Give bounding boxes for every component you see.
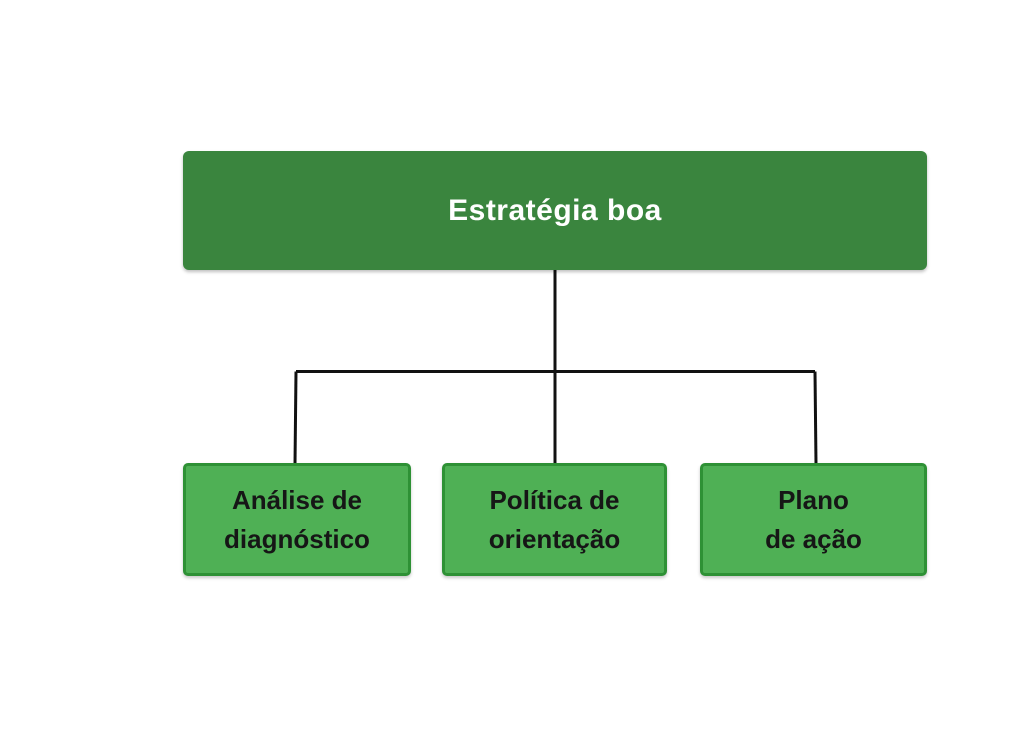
connector-drop-left bbox=[293, 371, 298, 465]
node-politica-de-orientacao: Política de orientação bbox=[442, 463, 667, 576]
child-node-label-line: Política de bbox=[489, 484, 620, 515]
child-node-label-line: diagnóstico bbox=[224, 523, 370, 554]
node-estrategia-boa: Estratégia boa bbox=[183, 151, 927, 270]
connector-drop-right bbox=[813, 371, 818, 465]
node-plano-de-acao: Plano de ação bbox=[700, 463, 927, 576]
node-analise-de-diagnostico: Análise de diagnóstico bbox=[183, 463, 411, 576]
child-node-label-line: Plano bbox=[778, 484, 849, 515]
child-node-label-line: orientação bbox=[488, 523, 621, 554]
child-node-label-line: Análise de bbox=[231, 484, 363, 515]
child-node-label-line: de ação bbox=[765, 523, 862, 554]
root-node-label: Estratégia boa bbox=[448, 193, 662, 227]
